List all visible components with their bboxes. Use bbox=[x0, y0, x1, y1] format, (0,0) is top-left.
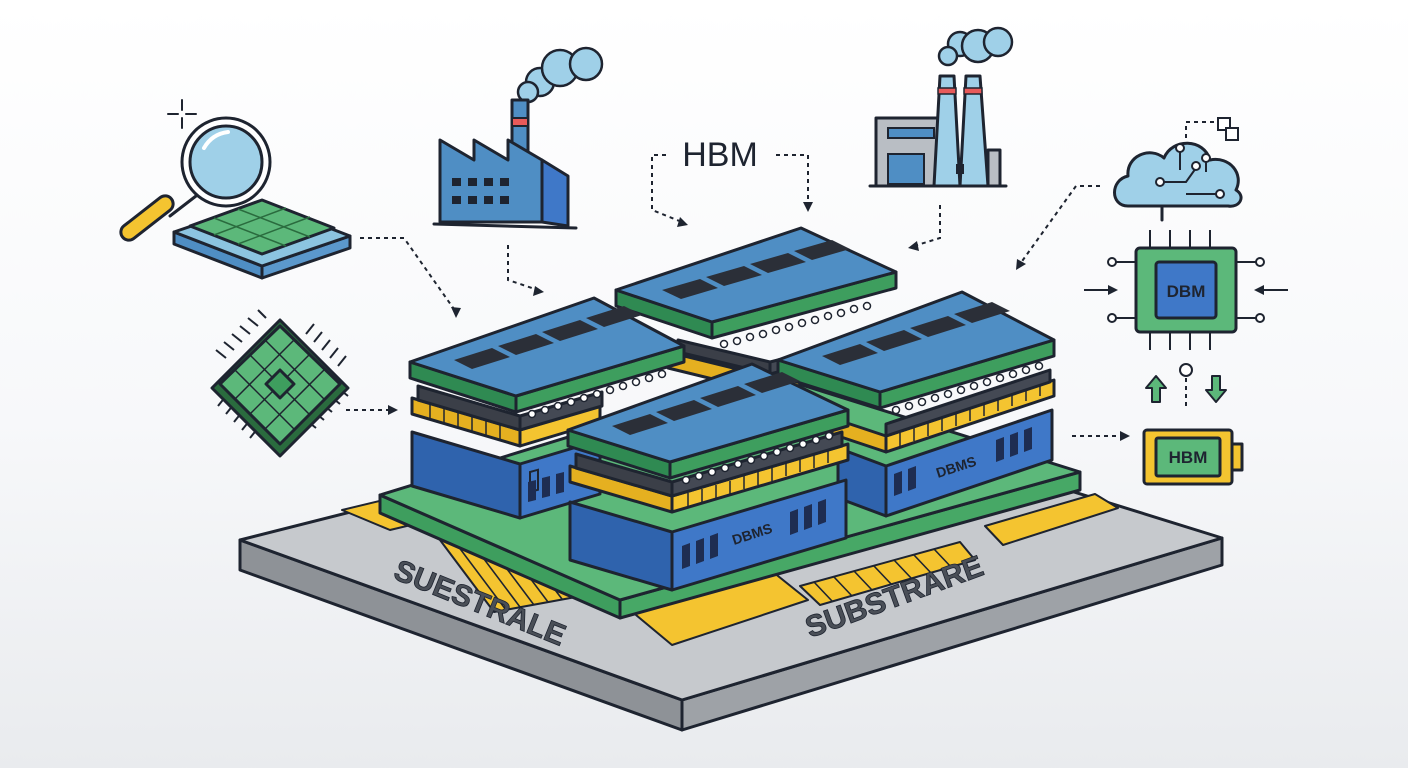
connector-arrows bbox=[346, 154, 1130, 441]
cloud-network-icon bbox=[1113, 117, 1243, 222]
hbm-battery-icon: HBM bbox=[1142, 428, 1244, 486]
factory-icon bbox=[432, 46, 604, 230]
magnifier-wafer-icon bbox=[119, 99, 352, 280]
dbm-chip-icon: DBM bbox=[1084, 230, 1288, 350]
hbm-stack-right: DBMS bbox=[776, 290, 1056, 518]
down-arrow-icon bbox=[1205, 375, 1227, 403]
hbm-battery-label: HBM bbox=[1169, 448, 1208, 467]
power-plant-icon bbox=[868, 26, 1014, 188]
dbm-chip-label: DBM bbox=[1167, 282, 1206, 301]
hbm-top-label: HBM bbox=[682, 136, 758, 174]
up-arrow-icon bbox=[1145, 375, 1167, 403]
processor-chip-icon bbox=[210, 309, 350, 458]
link-node-icon bbox=[1179, 363, 1193, 410]
hbm-stack-left bbox=[408, 296, 686, 520]
hbm-stack-front: DBMS bbox=[566, 362, 850, 592]
